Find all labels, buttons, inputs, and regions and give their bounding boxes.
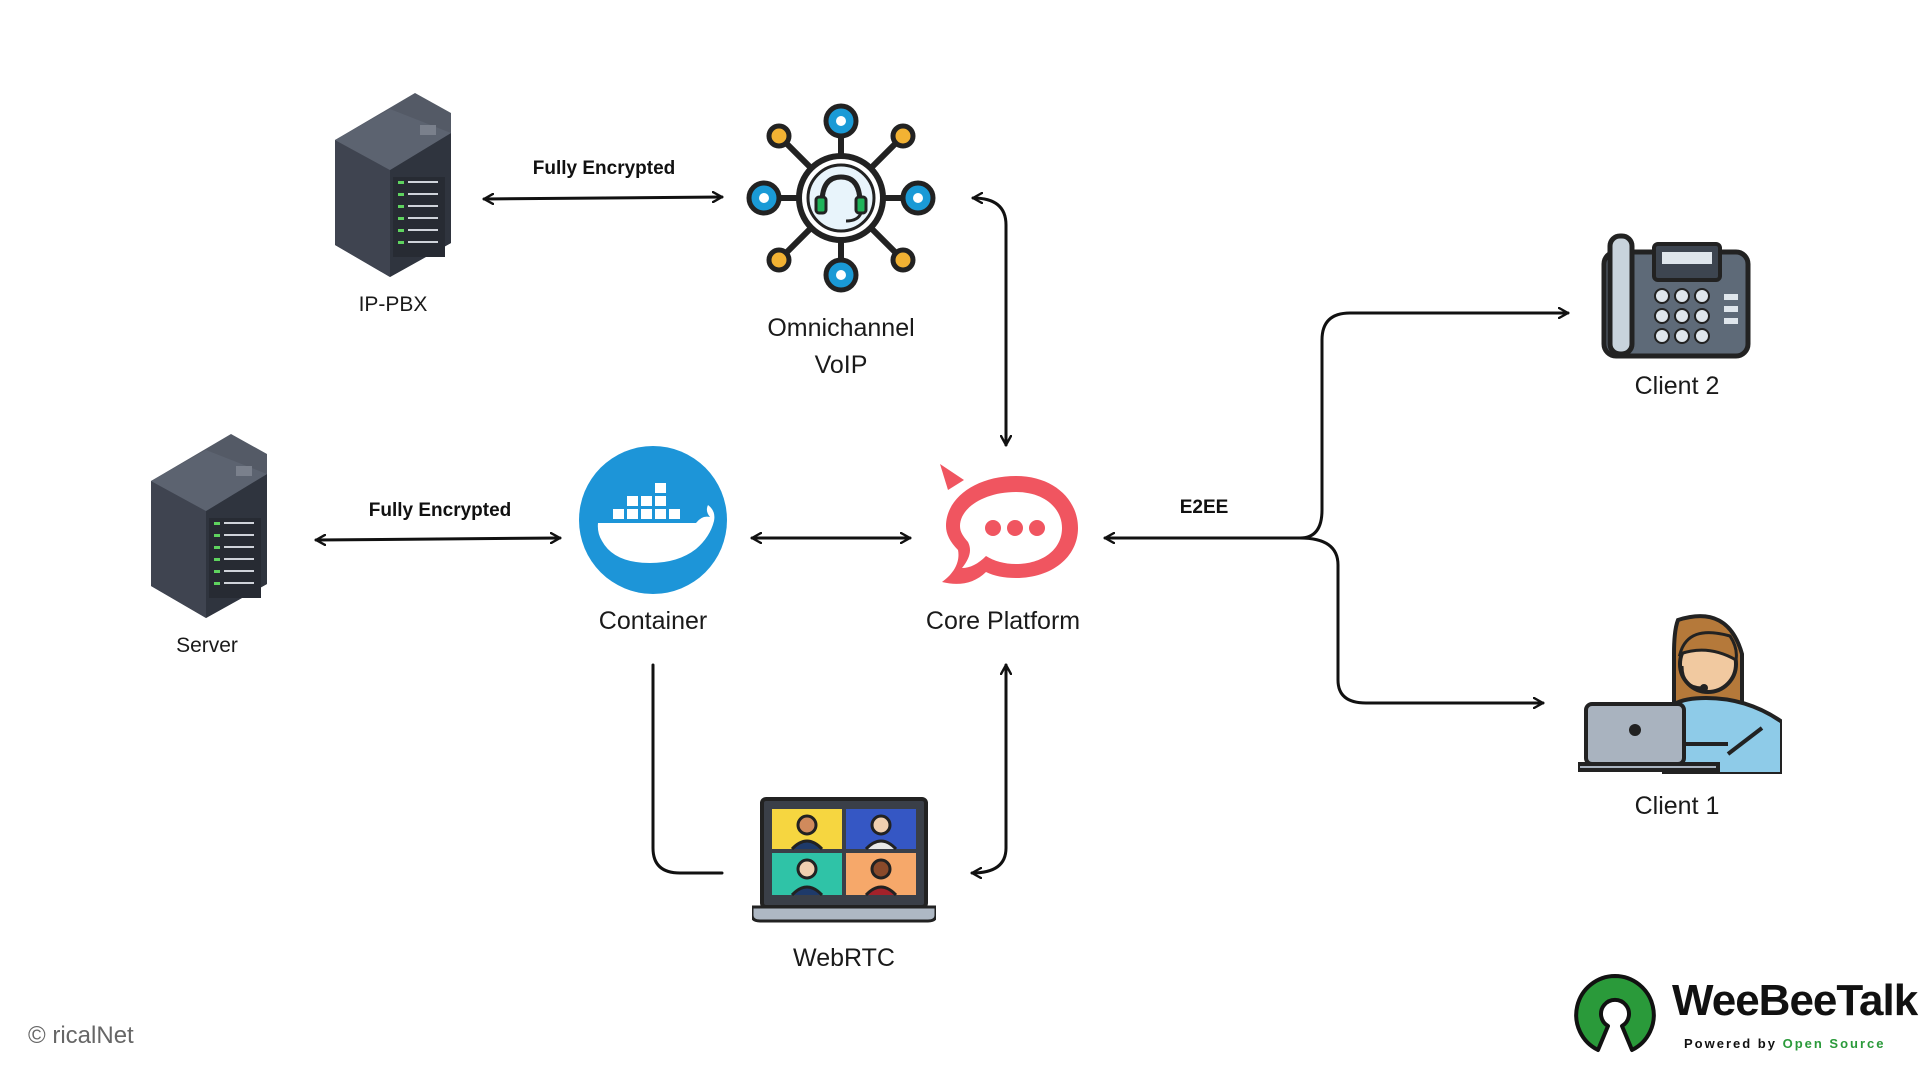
core-platform-label: Core Platform (925, 607, 1081, 635)
client-2-label: Client 2 (1634, 372, 1720, 400)
edge-container-webrtc (651, 663, 724, 875)
omnichannel-headset-icon (746, 103, 936, 293)
server-label: Server (176, 634, 238, 657)
edge-label-pbx-omnichannel: Fully Encrypted (532, 158, 676, 179)
brand-name: WeeBeeTalk (1672, 976, 1918, 1025)
server-rack-icon (146, 426, 272, 626)
edge-server-container (314, 538, 562, 540)
video-call-laptop-icon (752, 795, 936, 925)
ip-pbx-server-icon (330, 85, 456, 285)
edge-pbx-omnichannel (482, 197, 724, 199)
edge-omnichannel-core (971, 198, 1006, 447)
open-source-logo-icon (1574, 974, 1656, 1052)
edge-label-server-container: Fully Encrypted (368, 500, 512, 521)
edge-hub-client1 (1298, 536, 1545, 703)
powered-by-text: Powered by (1684, 1036, 1777, 1051)
desk-phone-icon (1600, 232, 1752, 362)
omnichannel-label-line1: Omnichannel (767, 314, 915, 342)
docker-whale-icon (578, 445, 728, 595)
webrtc-label: WebRTC (793, 944, 895, 972)
brand-logo: WeeBeeTalk Powered by Open Source (1572, 970, 1918, 1070)
omnichannel-label-line2: VoIP (814, 351, 868, 379)
brand-tagline: Powered by Open Source (1684, 1036, 1886, 1051)
container-label: Container (598, 607, 708, 635)
ip-pbx-label: IP-PBX (358, 293, 428, 316)
edge-core-webrtc (970, 663, 1006, 873)
client-1-label: Client 1 (1634, 792, 1720, 820)
omnichannel-label: Omnichannel VoIP (767, 310, 914, 384)
edge-hub-client2 (1298, 313, 1570, 540)
edge-label-core-clients: E2EE (1179, 497, 1229, 518)
agent-laptop-icon (1578, 604, 1782, 774)
copyright-text: © ricalNet (28, 1022, 134, 1049)
open-source-text: Open Source (1782, 1036, 1886, 1051)
chat-bubble-icon (930, 462, 1080, 590)
